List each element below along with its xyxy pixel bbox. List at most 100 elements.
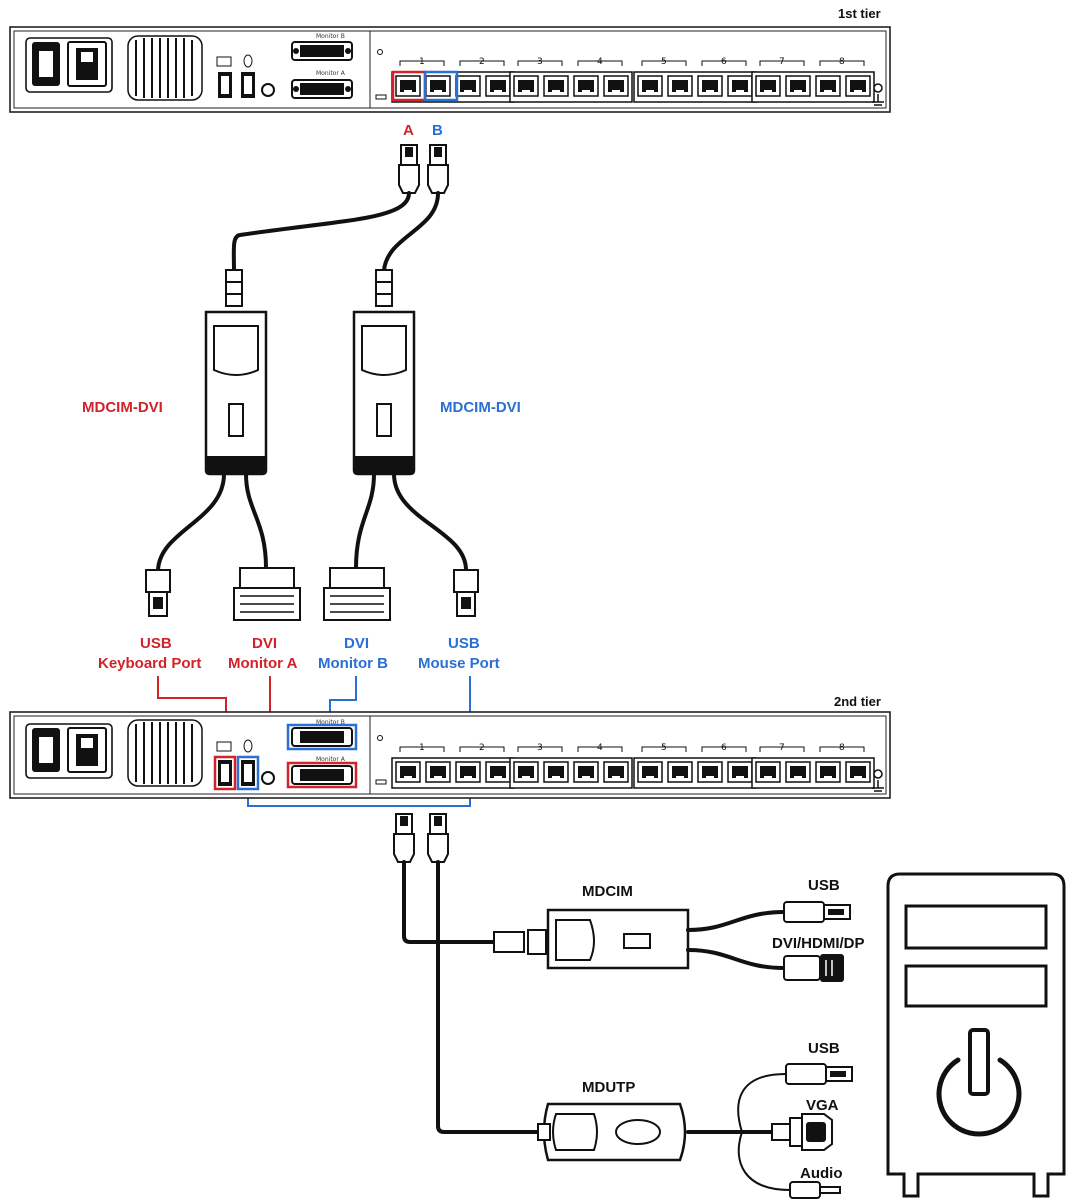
rj45-jack-icon <box>755 761 781 783</box>
marker-b: B <box>432 122 443 139</box>
rj45-jack-icon <box>815 761 841 783</box>
rj45-jack-icon <box>455 761 481 783</box>
rj45-jack-icon <box>395 75 421 97</box>
ground-2-icon <box>872 769 884 792</box>
cable-b <box>382 191 440 272</box>
second-tier-switch: 2nd tier <box>9 694 891 799</box>
usb-keyboard-plug-icon <box>145 569 171 617</box>
rj45-jack-icon <box>637 761 663 783</box>
port-group-bracket <box>759 60 805 66</box>
mdcim-usb-label: USB <box>808 877 840 894</box>
usb-keyboard-label-1: USB <box>140 635 172 652</box>
svg-text:Monitor B: Monitor B <box>316 33 345 40</box>
mdutp-audio-plug-icon <box>789 1181 841 1199</box>
port-group-label: 7 <box>779 57 785 67</box>
port-group-label: 2 <box>479 743 485 753</box>
rj45-jack-icon <box>697 761 723 783</box>
mdutp-usb-label: USB <box>808 1040 840 1057</box>
port-group-bracket <box>759 746 805 752</box>
rj45-jack-icon <box>603 75 629 97</box>
mdcim-dvi-right-label: MDCIM-DVI <box>440 399 521 416</box>
ground-icon <box>872 83 884 106</box>
port-group-bracket <box>459 60 505 66</box>
port-group-bracket <box>641 60 687 66</box>
mdcim-usb-plug-icon <box>783 901 851 923</box>
fan-grille-icon <box>127 35 203 101</box>
mdutp-module <box>537 1102 687 1162</box>
port-group-bracket <box>577 60 623 66</box>
cable-a <box>231 191 411 272</box>
rj45-jack-icon <box>667 761 693 783</box>
module-right-plug-icon <box>375 269 393 307</box>
rj45-plug-a-icon <box>398 144 420 194</box>
port-group-label: 6 <box>721 57 727 67</box>
rj45-jack-icon <box>543 761 569 783</box>
rj45-jack-icon <box>425 761 451 783</box>
rj45-jack-icon <box>485 761 511 783</box>
rj45-plug-b-icon <box>427 144 449 194</box>
fan-grille-2-icon <box>127 719 203 787</box>
port-group-label: 8 <box>839 57 845 67</box>
port-b-highlight <box>423 70 459 102</box>
rj45-jack-icon <box>455 75 481 97</box>
module-left-plug-icon <box>225 269 243 307</box>
usb-ports-icon <box>216 54 275 98</box>
svg-text:Monitor B: Monitor B <box>316 719 345 726</box>
port-group-label: 3 <box>537 743 543 753</box>
rj45-jack-icon <box>697 75 723 97</box>
usb-mouse-label-1: USB <box>448 635 480 652</box>
port-group-label: 4 <box>597 57 603 67</box>
port-group-label: 6 <box>721 743 727 753</box>
mdutp-label: MDUTP <box>582 1079 635 1096</box>
marker-a: A <box>403 122 414 139</box>
port-group-label: 2 <box>479 57 485 67</box>
mdutp-vga-label: VGA <box>806 1097 839 1114</box>
rj45-jack-icon <box>513 761 539 783</box>
port-group-bracket <box>701 60 747 66</box>
svg-text:Monitor A: Monitor A <box>316 756 346 763</box>
port-group-bracket <box>641 746 687 752</box>
rj45-jack-icon <box>785 761 811 783</box>
port-group-bracket <box>819 746 865 752</box>
port-group-bracket <box>399 746 445 752</box>
first-tier-switch: 1st tier <box>9 6 891 113</box>
svg-text:Monitor A: Monitor A <box>316 70 346 77</box>
rj45-jack-icon <box>425 75 451 97</box>
port-group-label: 7 <box>779 743 785 753</box>
mdutp-audio-label: Audio <box>800 1165 843 1182</box>
rj45-jack-icon <box>573 761 599 783</box>
rj45-jack-icon <box>815 75 841 97</box>
power-inlet-2-icon <box>25 723 113 779</box>
rj45-jack-icon <box>667 75 693 97</box>
dvi-ports-icon: Monitor B Monitor A <box>291 33 353 99</box>
mdcim-dvi-left-label: MDCIM-DVI <box>82 399 163 416</box>
computer-tower-icon <box>886 872 1066 1198</box>
port-group-bracket <box>819 60 865 66</box>
port-group-label: 1 <box>419 57 425 67</box>
rj45-jack-icon <box>603 761 629 783</box>
port-group-bracket <box>701 746 747 752</box>
port-group-label: 3 <box>537 57 543 67</box>
mdcim-label: MDCIM <box>582 883 633 900</box>
rj45-jack-icon <box>727 75 753 97</box>
second-tier-label: 2nd tier <box>834 694 881 709</box>
port-group-bracket <box>517 746 563 752</box>
mdcim-module <box>493 908 690 970</box>
dvi-monitor-b-label-1: DVI <box>344 635 369 652</box>
rj45-jack-icon <box>543 75 569 97</box>
port-group-label: 8 <box>839 743 845 753</box>
port-group-label: 1 <box>419 743 425 753</box>
port-group-label: 5 <box>661 743 667 753</box>
rj45-plug-2b-icon <box>427 813 449 863</box>
rj45-jack-icon <box>785 75 811 97</box>
rj45-jack-icon <box>727 761 753 783</box>
rj45-jack-icon <box>845 761 871 783</box>
dvi-ports-2-icon: Monitor B Monitor A <box>286 719 358 789</box>
mdutp-usb-plug-icon <box>785 1063 853 1085</box>
mdcim-video-label: DVI/HDMI/DP <box>772 935 865 952</box>
rj45-jack-icon <box>755 75 781 97</box>
rj45-jack-icon <box>573 75 599 97</box>
